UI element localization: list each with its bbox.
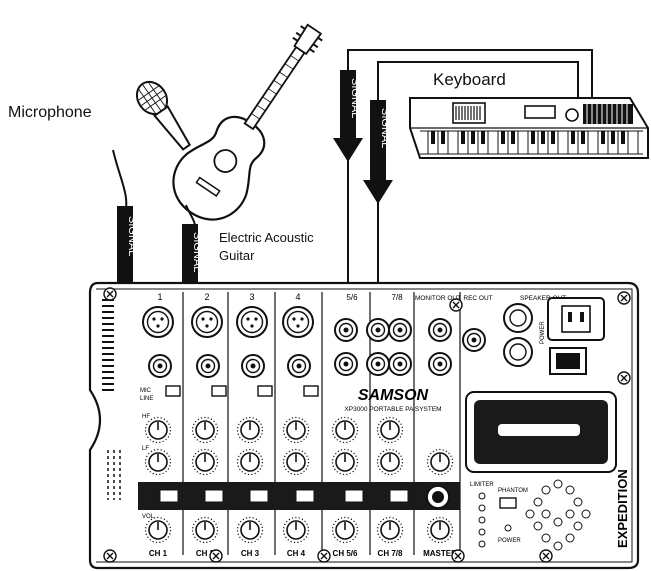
guitar-label-line2: Guitar [219,248,255,263]
vol-label: VOL [142,514,155,520]
hf-label: HF [142,414,150,420]
channel-number-1: 1 [157,292,162,302]
mic-label: MIC [140,388,152,394]
limiter-label: LIMITER [470,482,494,488]
channel-number-4: 4 [295,292,300,302]
power-switch-label: POWER [540,321,546,344]
signal-label-mic: SIGNAL [126,216,138,256]
signal-arrow-keyboard-left: SIGNAL [333,70,363,162]
rec-out-jack [462,328,486,352]
speaker-grille [525,479,591,551]
speaker-out-label: SPEAKER OUT [520,295,566,302]
guitar-icon [172,23,323,231]
series-label: EXPEDITION [615,469,630,548]
microphone-label: Microphone [8,104,92,121]
line-input-ch7 [388,318,412,342]
power-led-label: POWER [498,538,521,544]
rec-out-label: REC OUT [463,295,492,302]
keyboard-cables [347,49,593,360]
line-input-ch8 [388,352,412,376]
line-input-ch6b [366,352,390,376]
xlr-input-ch4 [282,306,314,338]
microphone-icon [112,80,192,216]
brand-logo: SAMSON [358,387,429,404]
line-input-ch3 [241,354,265,378]
channel-label-7-8: CH 7/8 [378,549,403,558]
signal-label-keyboard-left: SIGNAL [349,78,361,118]
channel-label-3: CH 3 [241,549,260,558]
xlr-input-ch1 [142,306,174,338]
keyboard-label: Keyboard [433,70,506,89]
line-input-ch5 [334,318,358,342]
line-input-ch6 [366,318,390,342]
phantom-label: PHANTOM [498,488,528,494]
master-label: MASTER [423,549,457,558]
channel-label-4: CH 4 [287,549,306,558]
channel-label-5-6: CH 5/6 [333,549,358,558]
line-label: LINE [140,396,153,402]
channel-number-3: 3 [249,292,254,302]
model-label: XP3000 PORTABLE PA SYSTEM [344,406,441,413]
channel-label-2: CH 2 [196,549,215,558]
monitor-out-label: MONITOR OUT [415,295,461,302]
line-input-ch4 [287,354,311,378]
signal-label-keyboard-right: SIGNAL [379,108,391,148]
line-input-ch1 [148,354,172,378]
channel-number-2: 2 [204,292,209,302]
monitor-out-jack-2 [428,352,452,376]
channel-number-5-6: 5/6 [346,293,358,302]
monitor-out-jack [428,318,452,342]
line-input-ch5b [334,352,358,376]
line-input-ch2 [196,354,220,378]
signal-arrow-keyboard-right: SIGNAL [363,100,393,204]
channel-number-7-8: 7/8 [391,293,403,302]
mixer-panel: 1 2 3 4 5/6 7/8 MONITOR OUT REC OUT MIC … [88,281,640,570]
xlr-input-ch3 [236,306,268,338]
lf-label: LF [142,446,149,452]
keyboard-icon [409,97,649,159]
xlr-input-ch2 [191,306,223,338]
signal-label-guitar: SIGNAL [191,232,203,272]
guitar-label-line1: Electric Acoustic [219,230,314,245]
channel-label-1: CH 1 [149,549,168,558]
